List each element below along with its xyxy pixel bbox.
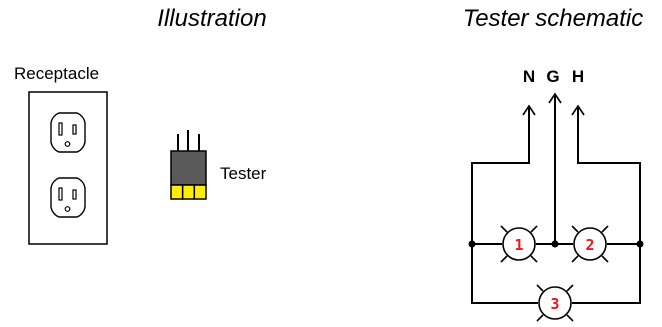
lamp-1-number: 1 <box>514 236 523 254</box>
terminal-n: N <box>523 67 535 86</box>
lamp-3: 3 <box>536 284 574 322</box>
lamp-2-number: 2 <box>585 236 594 254</box>
lamp-3-number: 3 <box>550 295 559 313</box>
receptacle <box>28 91 108 245</box>
lamp-1: 1 <box>500 225 538 263</box>
tester-label: Tester <box>220 164 267 183</box>
terminal-h: H <box>572 67 584 86</box>
tester-light-3 <box>193 184 207 200</box>
terminal-g: G <box>546 67 559 86</box>
lower-outlet <box>50 177 86 218</box>
junction-dot-left <box>468 240 476 248</box>
tester-light-2 <box>181 184 196 200</box>
tester-light-1 <box>170 184 184 200</box>
junction-dot-center <box>551 240 559 248</box>
lamp-2: 2 <box>571 225 609 263</box>
junction-dot-right <box>636 240 644 248</box>
illustration-heading: Illustration <box>157 5 266 32</box>
schematic-wiring <box>468 92 644 304</box>
schematic-heading: Tester schematic <box>463 5 644 32</box>
receptacle-label: Receptacle <box>14 64 99 83</box>
tester-device <box>170 130 207 200</box>
upper-outlet <box>50 112 86 153</box>
